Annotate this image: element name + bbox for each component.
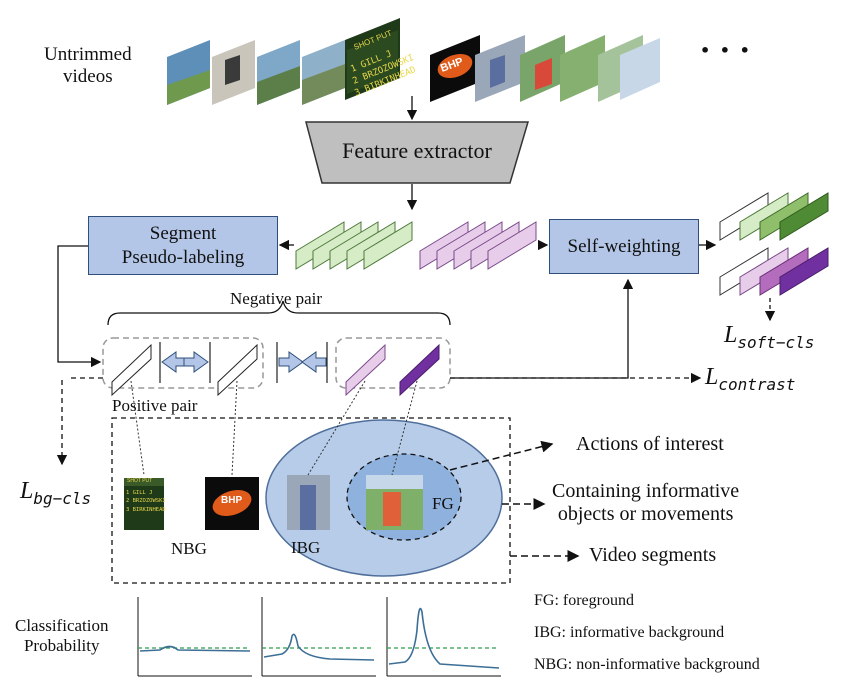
loss-contrast: Lcontrast (705, 364, 796, 394)
ibg-feature (345, 343, 386, 397)
arrow-pseudo-to-pairs (57, 245, 102, 368)
nbg-label: NBG (171, 539, 207, 558)
ibg-thumb (287, 475, 330, 530)
untrimmed-videos-label: Untrimmed videos (44, 44, 132, 87)
video-thumbnails-group-1: SHOT PUT 1 GILL J 2 BRZOZOWSKI 3 BIRKINH… (167, 18, 417, 105)
output-green-stack (719, 192, 829, 241)
scoreboard-header: SHOT PUT (127, 478, 153, 484)
legend-ibg: IBG: informative background (534, 624, 725, 641)
informative-objects-label: Containing informative objects or moveme… (552, 480, 740, 525)
video-segments-label: Video segments (589, 544, 717, 566)
arrow-to-self-weighting-up (450, 278, 634, 379)
attract-arrow-left (183, 351, 209, 373)
probability-plot-ibg (261, 597, 376, 677)
output-purple-stack (719, 247, 829, 296)
green-feature-stack (295, 221, 413, 270)
loss-bg-cls: Lbg−cls (20, 478, 92, 508)
positive-pair-label: Positive pair (112, 396, 198, 415)
ellipsis: • • • (700, 41, 752, 60)
scoreboard-lines: 1 GILL J 2 BRZOZOWSKI 3 BIRKINHEAD (126, 490, 166, 513)
negative-pair-label: Negative pair (230, 289, 323, 308)
feature-extractor-shape (305, 121, 530, 184)
ibg-label: IBG (291, 538, 321, 557)
segments-region (111, 417, 511, 584)
positive-pair-box (102, 337, 264, 389)
nbg-feature-2 (217, 343, 258, 397)
feature-extractor-label: Feature extractor (342, 138, 492, 163)
negative-pair-brace (107, 300, 451, 326)
probability-plot-fg (386, 597, 501, 677)
purple-feature-stack (419, 221, 537, 270)
classification-probability-label: Classification Probability (15, 616, 109, 655)
nbg-thumb-scoreboard (124, 478, 164, 530)
segment-pseudo-labeling-box: Segment Pseudo-labeling (88, 216, 278, 275)
repel-arrow-right (301, 351, 327, 373)
nbg-feature-1 (111, 343, 152, 397)
loss-soft-cls: Lsoft−cls (724, 322, 815, 352)
video-thumbnails-group-2: BHP (430, 35, 660, 102)
self-weighting-box: Self-weighting (549, 219, 699, 274)
legend-fg: FG: foreground (534, 592, 634, 609)
legend-nbg: NBG: non-informative background (534, 656, 760, 673)
fg-label: FG (432, 494, 454, 513)
actions-of-interest-label: Actions of interest (576, 433, 724, 455)
attract-arrow-right (161, 351, 187, 373)
repel-arrow-left (278, 351, 304, 373)
arrow-fg-label (449, 440, 554, 471)
fg-feature (399, 343, 440, 397)
probability-plot-nbg (137, 597, 252, 677)
nbg-thumb-logo (205, 477, 259, 530)
fg-thumb (366, 475, 423, 530)
logo-text: BHP (221, 495, 243, 506)
foreground-pair-box (335, 337, 451, 389)
